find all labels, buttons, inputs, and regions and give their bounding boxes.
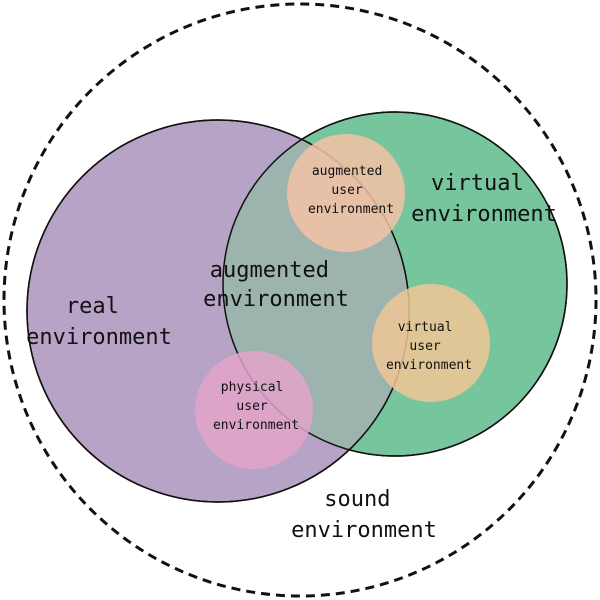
physical-user-environment-label: physical user environment (213, 380, 299, 433)
augmented-user-environment-circle (287, 134, 405, 252)
augmented-user-environment-label: augmented user environment (308, 164, 394, 217)
physical-user-environment-circle (195, 351, 313, 469)
virtual-environment-outline (222, 111, 568, 457)
virtual-user-environment-circle (372, 284, 490, 402)
virtual-user-environment-label: virtual user environment (386, 320, 472, 373)
augmented-environment-label: augmented environment (203, 258, 349, 312)
virtual-environment-label: virtual environment (411, 171, 557, 227)
real-environment-label: real environment (26, 294, 172, 350)
sound-environment-label: sound environment (291, 487, 437, 543)
